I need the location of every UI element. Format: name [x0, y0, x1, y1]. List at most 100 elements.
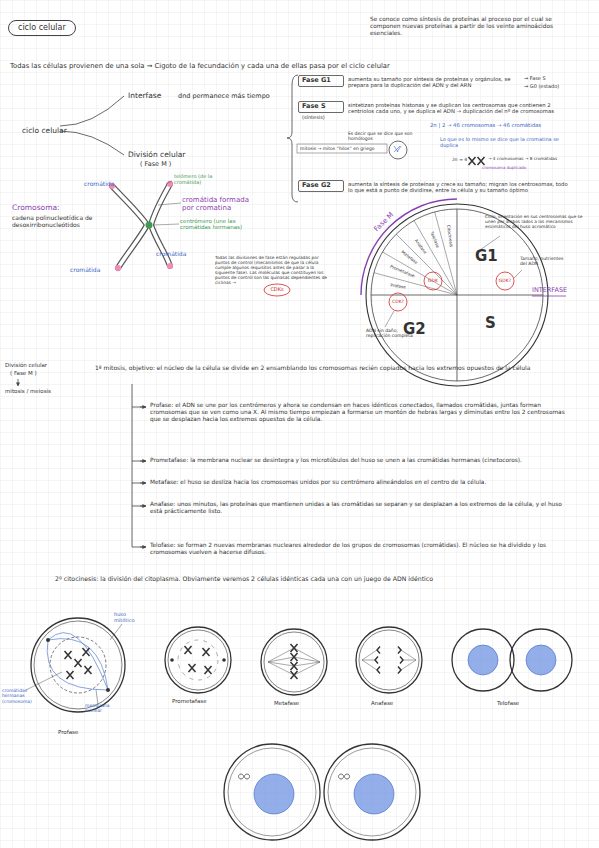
daughter-cell — [224, 744, 320, 840]
cycle-circle: G1SG2 — [365, 203, 549, 387]
phase-arc — [361, 199, 457, 295]
note-text: mitosis / meiosis — [5, 388, 51, 394]
note-text: membrana nuclear — [85, 703, 125, 714]
node-outline — [260, 628, 328, 696]
node-text: Prometafase — [172, 698, 207, 704]
centriole — [239, 774, 350, 779]
chromosome-sketch — [394, 146, 401, 152]
node-text: Profase — [58, 729, 78, 735]
chromatid-outline — [112, 186, 147, 268]
telomere — [167, 263, 173, 269]
leader-line — [385, 236, 522, 327]
note-text: cromátida — [84, 180, 114, 187]
note-text: cadena polinucleotídica de desoxirribonu… — [12, 214, 107, 228]
note-text: GDK? — [499, 278, 511, 283]
outline-circle — [168, 630, 228, 690]
nuclear-membrane — [50, 637, 106, 693]
note-text: dnd permanece más tiempo — [178, 93, 270, 101]
checkpoint-circle — [496, 272, 514, 290]
arrow-head — [140, 506, 146, 507]
node-text: (síntesis) — [302, 115, 325, 121]
centriole — [170, 658, 174, 662]
note-text: cromátida — [156, 250, 186, 257]
cell-circle: Telofase — [451, 628, 573, 692]
node-outline — [365, 203, 549, 387]
checkpoint-circle — [389, 293, 407, 311]
daughter-cell — [324, 744, 420, 840]
tree-branch — [60, 96, 124, 126]
note-text: Profase: el ADN se une por los centrómer… — [150, 402, 575, 422]
chromosome-symbol — [189, 664, 196, 672]
node-text: Telofase — [497, 700, 519, 706]
outline-circle — [34, 621, 122, 709]
note-text: centrómero (une las cromátidas hermanas) — [180, 218, 252, 231]
node-text: Anafase — [371, 700, 393, 706]
outline-rect — [299, 181, 344, 192]
spindle-fiber — [362, 650, 416, 670]
node-text: Fase G2 — [302, 182, 331, 190]
chromosome-symbol — [375, 657, 378, 664]
node-text: S — [485, 315, 496, 333]
note-text: Es decir que se dice que son homólogos — [348, 131, 428, 142]
note-text: Se conoce como síntesis de proteínas al … — [370, 16, 575, 36]
arrow-head — [140, 461, 146, 462]
arrow-head — [140, 547, 146, 548]
spindle-fiber — [268, 648, 320, 675]
outline-circle — [264, 632, 324, 692]
chromosome-symbol — [67, 671, 74, 679]
note-text: cromosoma duplicado — [482, 166, 526, 171]
nucleus — [354, 774, 394, 814]
cell-circle: Metafase — [260, 628, 328, 696]
note-text: Anafase: unos minutos, las proteínas que… — [150, 501, 575, 515]
chromosome-symbol — [400, 657, 403, 664]
note-box — [297, 144, 387, 153]
note-text: CDK? — [392, 299, 404, 304]
cell-circle: Anafase — [355, 626, 423, 694]
note-text: ciclo celular — [22, 127, 67, 136]
cycle-ring — [371, 209, 543, 381]
cell-sketch — [389, 141, 407, 159]
note-text: ( Fase M ) — [140, 161, 171, 169]
note-text: 2n = 4 — [452, 157, 467, 162]
chromosome-symbol — [291, 662, 298, 670]
chromosome-symbol — [398, 667, 401, 674]
chromosome-symbol — [203, 648, 210, 656]
outline-circle — [452, 629, 514, 691]
checkpoint-circle — [424, 272, 442, 290]
note-text: telómero (de la cromátida) — [174, 174, 234, 186]
note-text: huso mitótico — [114, 612, 144, 624]
outline-circle — [510, 629, 572, 691]
chromosome-symbol — [377, 647, 380, 654]
note-text: mitosis → mitos “hilos” en griego — [300, 146, 375, 151]
node-outline — [30, 617, 126, 713]
node-outline — [355, 626, 423, 694]
arrow-head — [140, 483, 146, 484]
phase-box: Fase G1 — [298, 75, 344, 87]
note-text: INTERFASE — [532, 287, 567, 295]
note-text: CDKs — [270, 287, 283, 293]
note-text: Prometafase: la membrana nuclear se desi… — [150, 457, 575, 464]
outline-circle — [261, 629, 327, 695]
note-text: Metafase: el huso se desliza hacia los c… — [150, 479, 575, 486]
note-text: Todas las divisiones de fase están regul… — [215, 255, 333, 285]
highlight-oval — [264, 284, 290, 296]
node-text: Metafase — [274, 700, 299, 706]
note-text: → Fase S — [524, 76, 546, 82]
outline-rect — [299, 102, 344, 113]
note-text: 2º citocinesis: la división del citoplas… — [55, 575, 575, 582]
chromosome-symbol — [205, 666, 212, 674]
outline-circle — [31, 618, 125, 712]
nucleus — [526, 645, 556, 675]
cycle-divider — [371, 209, 543, 381]
note-text: cromátidas hermanas (cromosoma) — [2, 688, 42, 704]
tree-branch — [60, 131, 124, 155]
daughter-cell — [228, 748, 316, 836]
outline-rect — [299, 76, 344, 87]
note-text: GDK — [428, 278, 438, 283]
outline-circle — [356, 627, 422, 693]
chromosome-symbol — [291, 644, 298, 652]
node-outline — [451, 628, 573, 692]
centromere — [146, 222, 153, 229]
note-text: Interfase — [128, 92, 161, 101]
note-text: sintetizan proteínas histonas y se dupli… — [348, 102, 570, 115]
